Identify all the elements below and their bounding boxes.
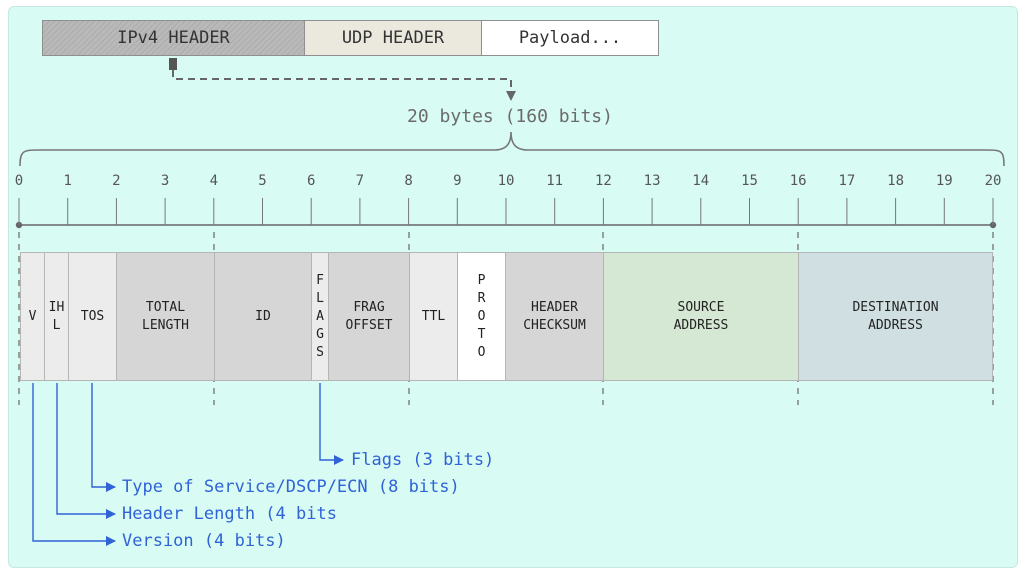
field-total-length: TOTAL LENGTH xyxy=(116,252,215,381)
tick-label: 8 xyxy=(404,173,413,189)
tick-label: 1 xyxy=(63,173,72,189)
annotation-flags: Flags (3 bits) xyxy=(351,450,495,470)
field-ihl: IH L xyxy=(44,252,69,381)
field-version: V xyxy=(20,252,45,381)
field-flags: F L A G S xyxy=(311,252,329,381)
ipv4-connector-handle xyxy=(169,58,177,70)
tick-label: 5 xyxy=(258,173,267,189)
tick-label: 16 xyxy=(789,173,807,189)
field-ttl: TTL xyxy=(409,252,458,381)
tick-label: 20 xyxy=(984,173,1002,189)
tick-label: 10 xyxy=(497,173,515,189)
curly-brace xyxy=(19,131,1005,167)
tick-label: 7 xyxy=(355,173,365,189)
tick-label: 17 xyxy=(838,173,856,189)
tick-label: 13 xyxy=(643,173,661,189)
ipv4-header-box: IPv4 HEADER xyxy=(42,20,305,56)
annotation-ihl: Header Length (4 bits xyxy=(122,504,337,524)
field-id: ID xyxy=(214,252,312,381)
tick-label: 18 xyxy=(887,173,905,189)
field-source-address: SOURCE ADDRESS xyxy=(603,252,799,381)
tick-label: 0 xyxy=(14,173,24,189)
tick-label: 4 xyxy=(209,173,219,189)
annotation-version: Version (4 bits) xyxy=(122,531,286,551)
tick-label: 3 xyxy=(160,173,170,189)
tick-label: 11 xyxy=(546,173,564,189)
tick-label: 14 xyxy=(692,173,710,189)
tick-label: 15 xyxy=(741,173,758,189)
callout-lines xyxy=(32,383,344,546)
udp-header-box: UDP HEADER xyxy=(304,20,482,56)
field-proto: P R O T O xyxy=(457,252,506,381)
ipv4-connector-line xyxy=(172,70,516,101)
tick-label: 19 xyxy=(935,173,953,189)
payload-box: Payload... xyxy=(481,20,659,56)
field-frag-offset: FRAG OFFSET xyxy=(328,252,410,381)
axis-ticks xyxy=(18,198,994,225)
tick-label: 2 xyxy=(112,173,121,189)
field-tos: TOS xyxy=(68,252,117,381)
tick-label: 6 xyxy=(306,173,316,189)
field-header-checksum: HEADER CHECKSUM xyxy=(505,252,604,381)
annotation-tos: Type of Service/DSCP/ECN (8 bits) xyxy=(122,477,460,497)
tick-label: 12 xyxy=(594,173,612,189)
size-label: 20 bytes (160 bits) xyxy=(407,106,613,127)
tick-label: 9 xyxy=(453,173,462,189)
field-destination-address: DESTINATION ADDRESS xyxy=(798,252,993,381)
